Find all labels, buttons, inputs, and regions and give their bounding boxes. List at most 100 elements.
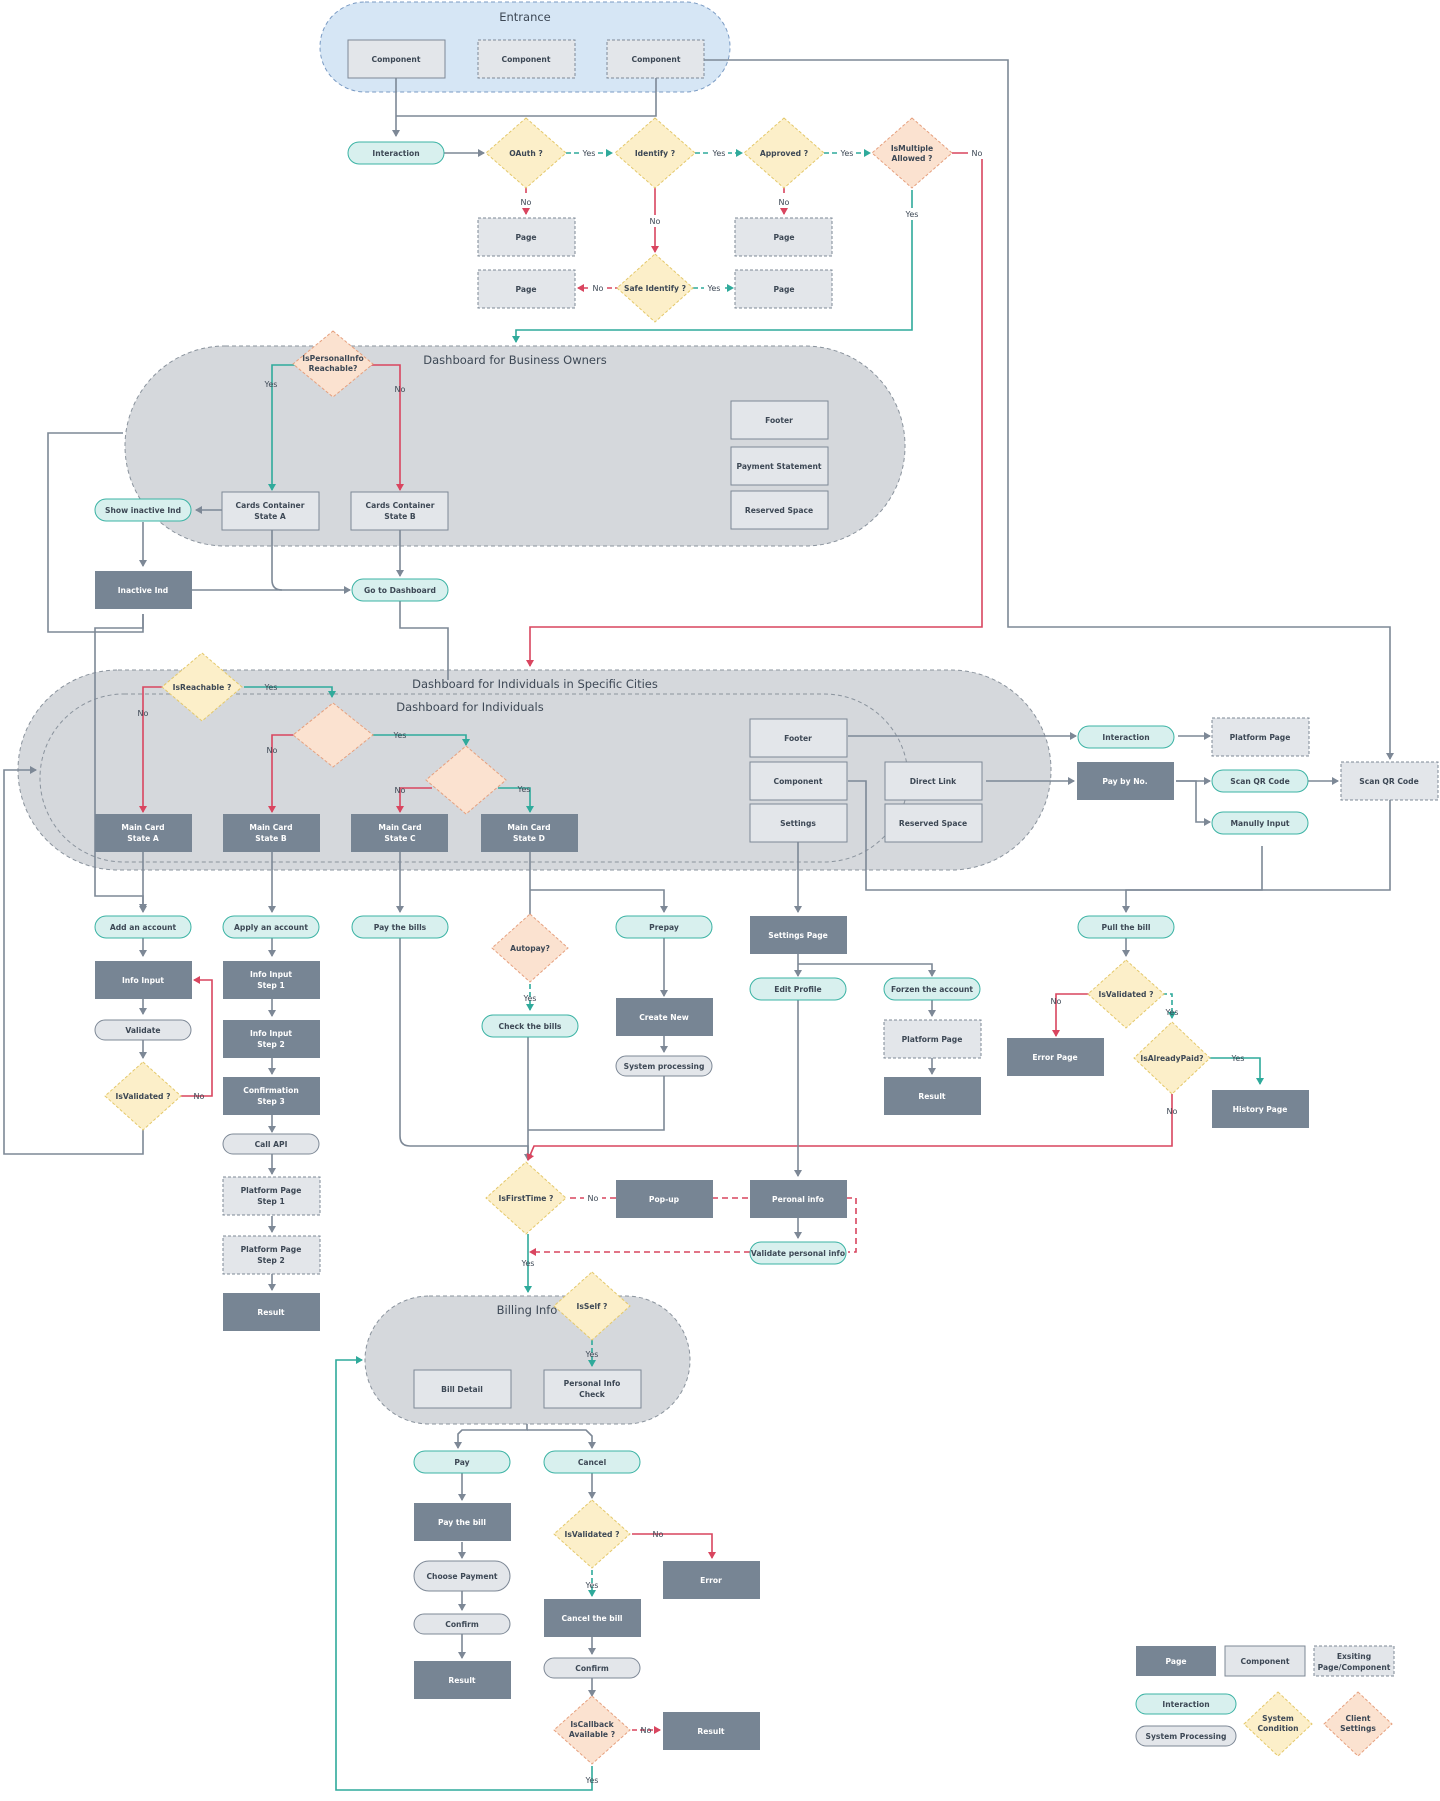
history-page[interactable]: History Page	[1212, 1090, 1309, 1128]
result-pay-page[interactable]: Result	[414, 1661, 511, 1699]
svg-text:Approved ?: Approved ?	[760, 149, 808, 158]
business-footer[interactable]: Footer	[730, 400, 829, 440]
prepay-interaction[interactable]: Prepay	[615, 915, 713, 939]
scan-qr-page[interactable]: Scan QR Code	[1340, 761, 1439, 801]
individuals-footer[interactable]: Footer	[749, 718, 848, 758]
page-approved-no[interactable]: Page	[734, 217, 833, 257]
edge-no: No	[395, 385, 406, 394]
svg-text:Check the bills: Check the bills	[499, 1022, 562, 1031]
main-card-a[interactable]: Main Card State A	[95, 814, 192, 852]
apply-result-page[interactable]: Result	[223, 1293, 320, 1331]
frozen-platform-page[interactable]: Platform Page	[883, 1019, 982, 1059]
platform-page-step1[interactable]: Platform Page Step 1	[222, 1176, 321, 1216]
edge-yes: Yes	[840, 149, 854, 158]
svg-text:Validate personal info: Validate personal info	[751, 1249, 845, 1258]
right-interaction[interactable]: Interaction	[1077, 725, 1175, 749]
pay-by-no-page[interactable]: Pay by No.	[1077, 762, 1174, 800]
isalreadypaid-decision: IsAlreadyPaid?	[1133, 1021, 1211, 1095]
svg-text:Settings: Settings	[1340, 1724, 1376, 1733]
svg-text:Page: Page	[1165, 1657, 1186, 1666]
pay-bill-page[interactable]: Pay the bill	[414, 1503, 511, 1541]
left-isvalidated-decision: IsValidated ?	[104, 1061, 182, 1131]
entrance-component-1[interactable]: Component	[347, 39, 446, 79]
svg-text:Bill Detail: Bill Detail	[441, 1385, 483, 1394]
pull-bill-interaction[interactable]: Pull the bill	[1077, 915, 1175, 939]
info-input-step1[interactable]: Info Input Step 1	[223, 961, 320, 999]
create-new-page[interactable]: Create New	[616, 998, 713, 1036]
entrance-component-2[interactable]: Component	[477, 39, 576, 79]
error-page[interactable]: Error Page	[1007, 1038, 1104, 1076]
main-card-c[interactable]: Main Card State C	[351, 814, 448, 852]
svg-text:IsFirstTime ?: IsFirstTime ?	[499, 1194, 554, 1203]
business-reserved-space[interactable]: Reserved Space	[730, 490, 829, 530]
page-safe-no[interactable]: Page	[477, 269, 576, 309]
svg-text:Platform Page: Platform Page	[241, 1186, 302, 1195]
platform-page-step2[interactable]: Platform Page Step 2	[222, 1235, 321, 1275]
legend-system-condition: System Condition	[1243, 1691, 1313, 1757]
check-bills-interaction[interactable]: Check the bills	[481, 1014, 579, 1038]
legend-component: Component	[1224, 1645, 1306, 1677]
svg-text:Confirm: Confirm	[575, 1664, 609, 1673]
svg-text:State A: State A	[127, 834, 159, 843]
add-account-interaction[interactable]: Add an account	[94, 915, 192, 939]
error-billing-page[interactable]: Error	[663, 1561, 760, 1599]
show-inactive-ind[interactable]: Show inactive Ind	[94, 498, 192, 522]
svg-text:Scan QR Code: Scan QR Code	[1230, 777, 1289, 786]
svg-text:Confirm: Confirm	[445, 1620, 479, 1629]
pay-interaction[interactable]: Pay	[413, 1450, 511, 1474]
right-platform-page[interactable]: Platform Page	[1211, 717, 1310, 757]
legend-client-settings: Client Settings	[1323, 1691, 1393, 1757]
page-safe-yes[interactable]: Page	[734, 269, 833, 309]
pay-bills-interaction[interactable]: Pay the bills	[351, 915, 449, 939]
iscallback-decision: IsCallback Available ?	[553, 1695, 631, 1765]
individuals-dashboard-group: Dashboard for Individuals	[39, 693, 909, 863]
cancel-interaction[interactable]: Cancel	[543, 1450, 641, 1474]
personal-info-page[interactable]: Peronal info	[750, 1180, 847, 1218]
main-card-d[interactable]: Main Card State D	[481, 814, 578, 852]
cards-container-a[interactable]: Cards Container State A	[221, 491, 320, 531]
result-cancel-page[interactable]: Result	[663, 1712, 760, 1750]
apply-account-interaction[interactable]: Apply an account	[222, 915, 320, 939]
business-dashboard-group: Dashboard for Business Owners	[124, 345, 906, 547]
svg-text:IsValidated ?: IsValidated ?	[116, 1092, 171, 1101]
manual-input-interaction[interactable]: Manully Input	[1211, 811, 1309, 835]
edit-profile-interaction[interactable]: Edit Profile	[749, 977, 847, 1001]
frozen-account-interaction[interactable]: Forzen the account	[883, 977, 981, 1001]
svg-text:Page: Page	[515, 233, 536, 242]
individuals-reserved-space[interactable]: Reserved Space	[884, 803, 983, 843]
individuals-component[interactable]: Component	[749, 761, 848, 801]
popup-page[interactable]: Pop-up	[616, 1180, 713, 1218]
personal-info-check[interactable]: Personal Info Check	[543, 1369, 642, 1409]
cards-container-b[interactable]: Cards Container State B	[350, 491, 449, 531]
info-input-page[interactable]: Info Input	[95, 961, 192, 999]
choose-payment-processing[interactable]: Choose Payment	[413, 1560, 511, 1592]
confirmation-step3[interactable]: Confirmation Step 3	[223, 1077, 320, 1115]
direct-link[interactable]: Direct Link	[884, 761, 983, 801]
inactive-ind-page[interactable]: Inactive Ind	[95, 571, 192, 609]
cancel-bill-page[interactable]: Cancel the bill	[544, 1599, 641, 1637]
entrance-component-3[interactable]: Component	[606, 39, 705, 79]
business-payment-statement[interactable]: Payment Statement	[730, 446, 829, 486]
edge-yes: Yes	[712, 149, 726, 158]
edge-no: No	[1167, 1107, 1178, 1116]
scan-qr-interaction[interactable]: Scan QR Code	[1211, 769, 1309, 793]
individuals-settings[interactable]: Settings	[749, 803, 848, 843]
frozen-result-page[interactable]: Result	[884, 1077, 981, 1115]
info-input-step2[interactable]: Info Input Step 2	[223, 1020, 320, 1058]
svg-text:System Processing: System Processing	[1146, 1732, 1227, 1741]
validate-personal-info[interactable]: Validate personal info	[749, 1241, 847, 1265]
interaction-node[interactable]: Interaction	[347, 141, 445, 165]
edge-no: No	[972, 149, 983, 158]
svg-text:OAuth ?: OAuth ?	[509, 149, 543, 158]
svg-text:Error: Error	[700, 1576, 722, 1585]
svg-text:Platform Page: Platform Page	[241, 1245, 302, 1254]
main-card-b[interactable]: Main Card State B	[223, 814, 320, 852]
page-oauth-no[interactable]: Page	[477, 217, 576, 257]
bill-detail[interactable]: Bill Detail	[413, 1369, 512, 1409]
svg-text:Allowed ?: Allowed ?	[892, 154, 933, 163]
svg-text:IsSelf ?: IsSelf ?	[577, 1302, 608, 1311]
settings-page[interactable]: Settings Page	[750, 916, 847, 954]
validate-processing: Validate	[94, 1019, 192, 1041]
svg-text:Settings Page: Settings Page	[768, 931, 828, 940]
go-to-dashboard[interactable]: Go to Dashboard	[351, 578, 449, 602]
